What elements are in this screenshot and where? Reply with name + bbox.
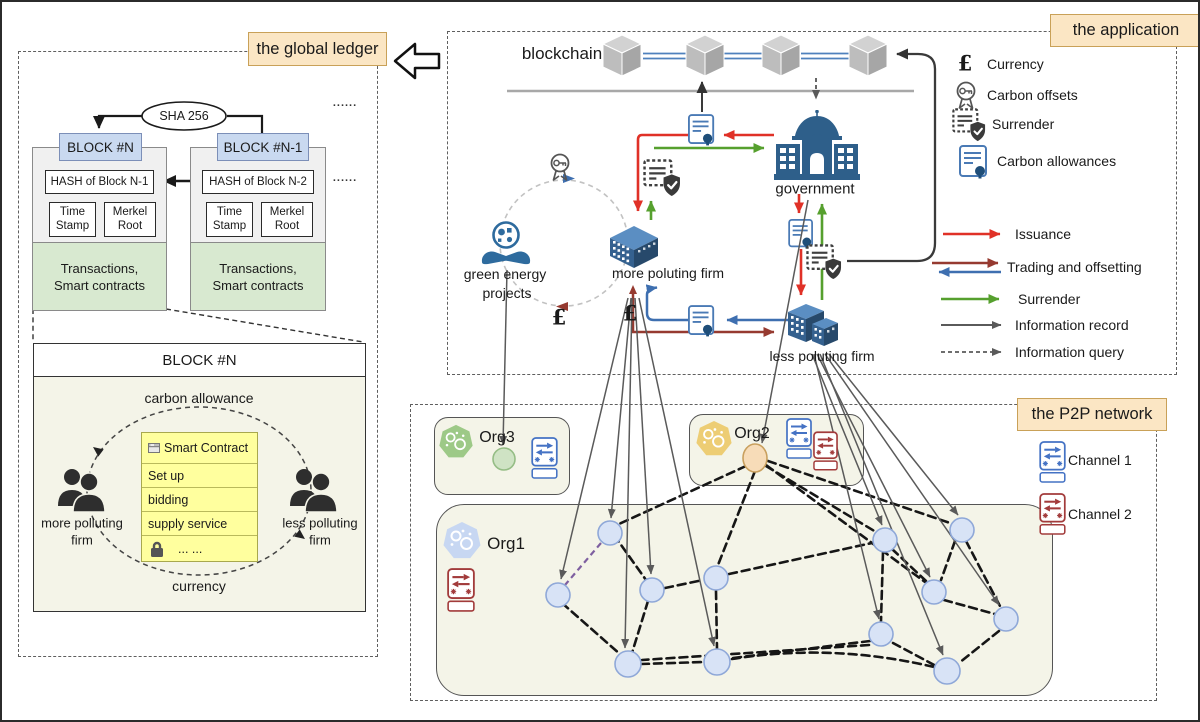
currency-pound-symbol: £ [551, 304, 567, 330]
smart-contract-box: Smart Contract Set up bidding supply ser… [141, 432, 258, 562]
green-energy-projects-label: green energy [463, 266, 547, 282]
block-n1-transactions: Transactions,Smart contracts [190, 242, 326, 311]
legend-surrender-arrow-label: Surrender [1018, 291, 1081, 307]
ellipsis: ...... [332, 172, 358, 184]
org2-label: Org2 [734, 425, 770, 442]
lock-icon [151, 541, 163, 557]
block-n-transactions: Transactions,Smart contracts [32, 242, 167, 311]
block-n-hash: HASH of Block N-1 [45, 170, 154, 194]
legend-surrender-label: Surrender [992, 116, 1055, 132]
more-polluting-firm-label: more poluting firm [611, 265, 725, 281]
org3-label: Org3 [479, 429, 515, 446]
org1-box [436, 504, 1053, 696]
channel1-label: Channel 1 [1068, 452, 1132, 468]
sha256-label: SHA 256 [159, 109, 209, 123]
currency-pound-symbol: £ [622, 300, 638, 326]
global-ledger-container [18, 51, 378, 657]
currency-label: currency [172, 578, 226, 594]
more-polluting-firm-label: firm [71, 532, 93, 548]
legend-issuance-label: Issuance [1015, 226, 1072, 242]
legend-currency-label: Currency [987, 56, 1044, 72]
ellipsis: ...... [332, 97, 358, 109]
detail-block-title: BLOCK #N [162, 352, 237, 369]
legend-record-label: Information record [1015, 317, 1129, 333]
legend-trading-label: Trading and offsetting [1007, 259, 1142, 275]
contract-row: Set up [142, 464, 257, 488]
less-polluting-firm-label: less poluting firm [769, 348, 875, 364]
legend-carbon-allowances-label: Carbon allowances [997, 153, 1117, 169]
channel2-label: Channel 2 [1068, 506, 1132, 522]
less-polluting-firm-label: less polluting [282, 515, 358, 531]
contract-lock-row: ... ... [142, 536, 257, 561]
detail-block-header: BLOCK #N [33, 343, 366, 378]
org2-box [689, 414, 864, 486]
p2p-network-title: the P2P network [1017, 398, 1167, 431]
carbon-allowance-label: carbon allowance [144, 390, 254, 406]
contract-row: bidding [142, 488, 257, 512]
application-title: the application [1050, 14, 1198, 47]
government-label: government [775, 180, 855, 198]
legend-query-label: Information query [1015, 344, 1124, 360]
legend-currency-icon: £ [957, 50, 973, 76]
green-energy-projects-label: projects [482, 285, 532, 301]
global-ledger-title: the global ledger [248, 32, 387, 66]
block-n-header: BLOCK #N [59, 133, 142, 161]
contract-row: supply service [142, 512, 257, 536]
window-icon [148, 443, 160, 453]
blockchain-label: blockchain [521, 44, 603, 63]
legend-carbon-offsets-label: Carbon offsets [987, 87, 1078, 103]
less-polluting-firm-label: firm [309, 532, 331, 548]
more-polluting-firm-label: more polluting [41, 515, 123, 531]
block-n1-hash: HASH of Block N-2 [202, 170, 314, 194]
block-n1-header: BLOCK #N-1 [217, 133, 309, 161]
hollow-left-arrow-icon [393, 42, 441, 80]
org1-label: Org1 [487, 534, 525, 553]
smart-contract-title-row: Smart Contract [142, 433, 257, 464]
